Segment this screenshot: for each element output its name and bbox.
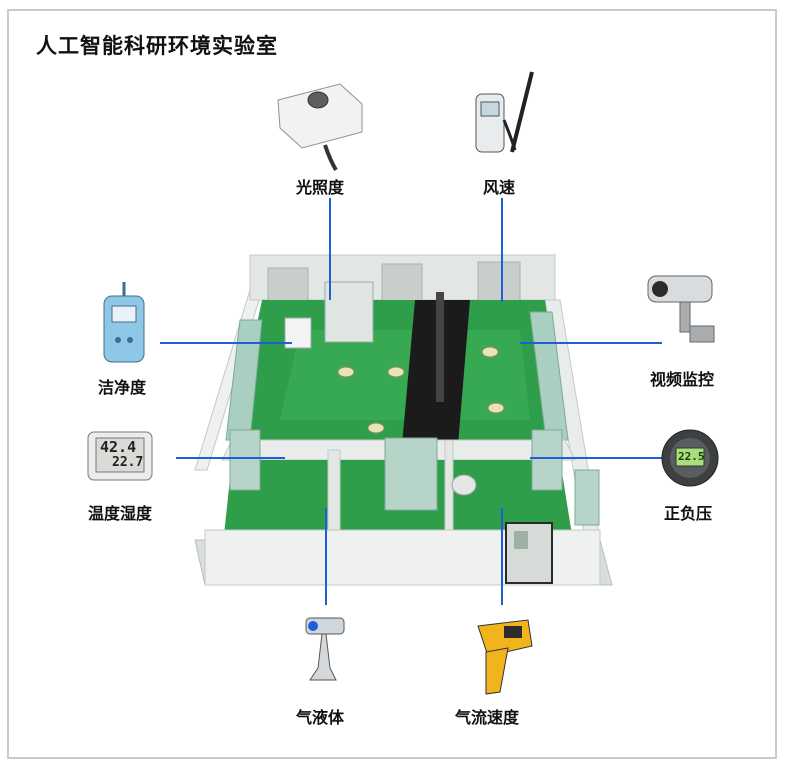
left-front-cabinet xyxy=(229,429,261,491)
connector-lines xyxy=(160,198,662,605)
mid-cabinet xyxy=(384,437,438,511)
temp-reading-top: 42.4 xyxy=(100,438,137,456)
label-light: 光照度 xyxy=(296,178,345,197)
back-window-2 xyxy=(381,263,423,305)
divider-1 xyxy=(327,449,341,539)
label-wind: 风速 xyxy=(483,178,516,197)
door-window xyxy=(514,531,528,549)
sink xyxy=(451,474,477,496)
gas-liquid-device xyxy=(305,617,345,681)
wind-sensor-device xyxy=(475,71,534,153)
outside-cabinet xyxy=(574,469,600,526)
label-temp: 温度湿度 xyxy=(88,504,153,523)
label-flow: 气流速度 xyxy=(455,708,520,727)
clean-sensor-device xyxy=(103,282,145,363)
divider-2 xyxy=(444,439,454,539)
page-border xyxy=(7,9,777,759)
floor-highlight xyxy=(280,330,530,420)
door xyxy=(505,522,553,584)
pressure-device xyxy=(661,429,719,487)
right-front-cabinet xyxy=(531,429,563,491)
label-pressure: 正负压 xyxy=(664,504,713,523)
stools xyxy=(337,346,505,434)
label-clean: 洁净度 xyxy=(98,378,147,397)
pressure-reading: 22.5 xyxy=(678,450,705,463)
label-video: 视频监控 xyxy=(650,370,715,389)
page-title: 人工智能科研环境实验室 xyxy=(36,34,278,58)
light-sensor-device xyxy=(277,83,363,172)
bench-rack xyxy=(436,292,444,402)
lab-model xyxy=(194,254,613,586)
fume-hood xyxy=(324,281,374,343)
video-camera-device xyxy=(647,275,715,343)
label-gasliquid: 气液体 xyxy=(296,708,345,727)
temp-reading-bottom: 22.7 xyxy=(112,455,144,470)
temp-humidity-device xyxy=(87,431,153,481)
back-window-3 xyxy=(477,261,521,305)
airflow-device xyxy=(477,619,533,695)
